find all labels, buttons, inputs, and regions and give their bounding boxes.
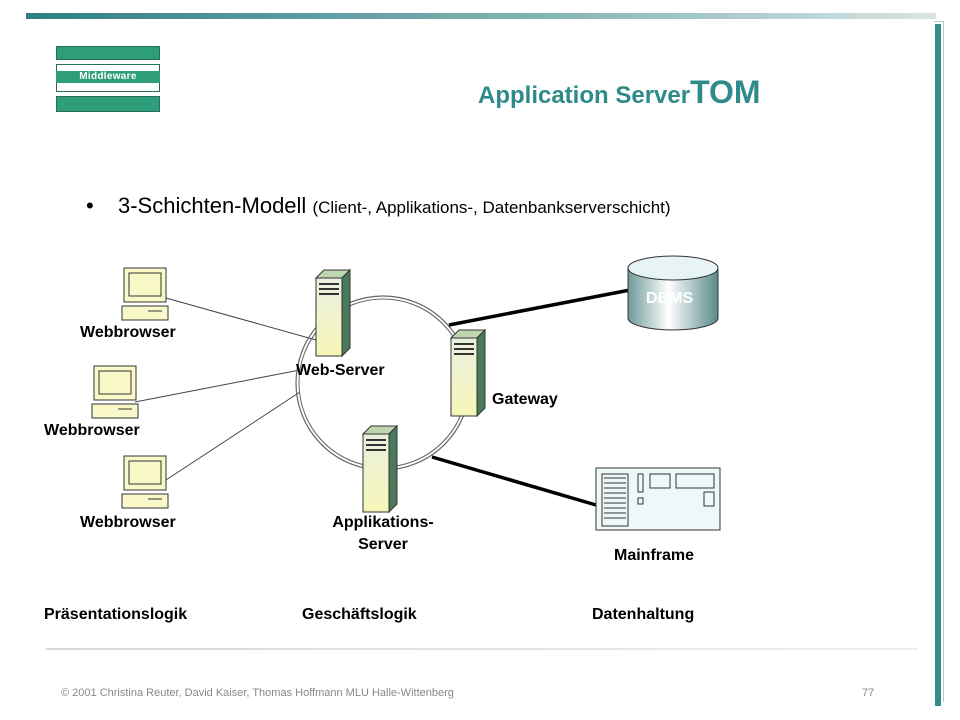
- bullet-icon: •: [86, 193, 94, 218]
- frame-line: [934, 21, 944, 22]
- backend-connection-lines: [431, 288, 631, 507]
- dbms-label: DBMS: [646, 290, 694, 307]
- mainframe-icon: [595, 467, 721, 531]
- app-server-label: Applikations- Server: [332, 514, 434, 553]
- middleware-logo: Middleware: [56, 46, 160, 112]
- computer-icon: [121, 267, 169, 321]
- bullet-main-text: 3-Schichten-Modell: [118, 193, 307, 218]
- webbrowser-label: Webbrowser: [80, 514, 176, 531]
- title-tom: TOM: [690, 74, 761, 110]
- right-accent-bar: [935, 24, 941, 706]
- app-server-tower-icon: [361, 424, 399, 514]
- computer-icon: [91, 365, 139, 419]
- title-main: Application Server: [478, 82, 691, 109]
- logo-label: Middleware: [56, 71, 160, 83]
- webbrowser-label: Webbrowser: [80, 324, 176, 341]
- page-number: 77: [862, 687, 875, 699]
- mainframe-label: Mainframe: [614, 547, 695, 564]
- server-tower-icon: [314, 268, 352, 358]
- top-accent-bar: [26, 13, 936, 19]
- layer-data-label: Datenhaltung: [592, 606, 695, 623]
- footer-divider: [46, 648, 918, 650]
- web-server-label: Web-Server: [296, 362, 385, 379]
- browser-connection-lines: [134, 297, 317, 481]
- webbrowser-label: Webbrowser: [44, 422, 140, 439]
- computer-icon: [121, 455, 169, 509]
- layer-business-label: Geschäftslogik: [302, 606, 417, 623]
- gateway-label: Gateway: [492, 391, 558, 408]
- layer-presentation-label: Präsentationslogik: [44, 606, 188, 623]
- gateway-tower-icon: [449, 328, 487, 418]
- database-cylinder-icon: [627, 255, 719, 331]
- frame-line: [943, 22, 944, 702]
- bullet-paren-text: (Client-, Applikations-, Datenbankserver…: [312, 198, 671, 217]
- footer-credits: © 2001 Christina Reuter, David Kaiser, T…: [61, 687, 454, 699]
- slide-title: Application ServerTOM: [478, 74, 761, 111]
